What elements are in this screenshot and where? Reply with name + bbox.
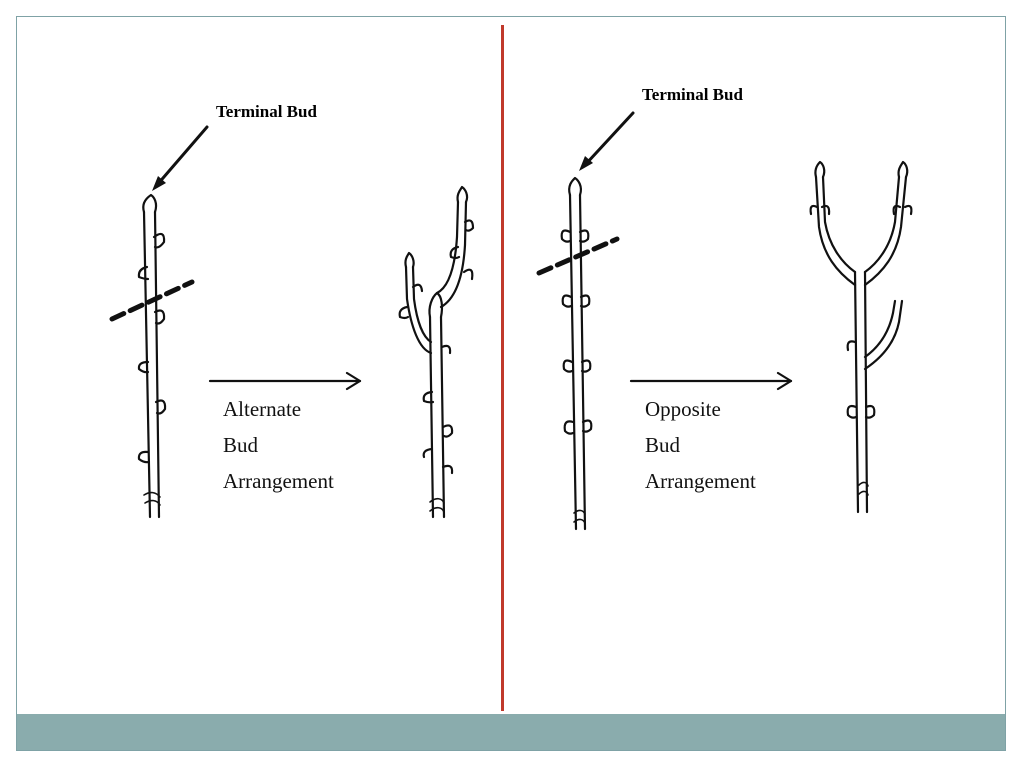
alternate-caption: Alternate Bud Arrangement	[223, 391, 334, 499]
opposite-pruning-cut	[536, 236, 620, 276]
opposite-caption-line: Arrangement	[645, 469, 756, 493]
alternate-arrow	[208, 371, 362, 391]
alternate-pruning-cut	[109, 279, 195, 322]
bud-arrangement-diagram	[109, 111, 913, 531]
left-terminal-arrow	[152, 125, 209, 191]
opposite-caption-line: Opposite	[645, 397, 721, 421]
alternate-caption-line: Arrangement	[223, 469, 334, 493]
opposite-caption-line: Bud	[645, 433, 681, 457]
alternate-caption-line: Bud	[223, 433, 259, 457]
right-terminal-bud-label: Terminal Bud	[642, 85, 743, 104]
left-terminal-bud-label: Terminal Bud	[216, 102, 317, 121]
opposite-arrow	[629, 371, 793, 391]
panel-divider	[501, 25, 504, 711]
opposite-caption: Opposite Bud Arrangement	[645, 391, 756, 499]
opposite-twig-before	[560, 176, 593, 531]
alternate-twig-before	[137, 193, 167, 519]
slide: Terminal Bud Terminal Bud Alternate Bud …	[16, 16, 1006, 751]
alternate-caption-line: Alternate	[223, 397, 302, 421]
footer-bar	[17, 714, 1005, 750]
opposite-twig-after	[809, 160, 913, 514]
right-terminal-arrow	[579, 111, 635, 171]
alternate-twig-after	[398, 185, 475, 519]
